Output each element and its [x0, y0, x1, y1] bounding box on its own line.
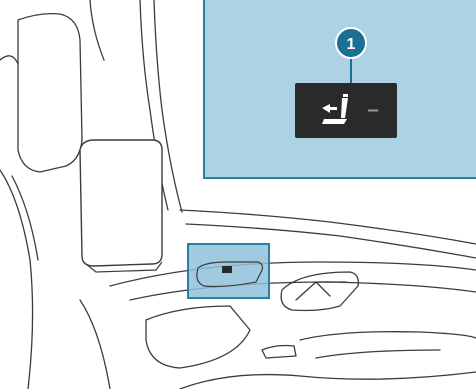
icon-seat-head [343, 94, 348, 97]
callout-marker: 1 [336, 28, 366, 58]
side-mirror-panel [80, 140, 162, 272]
side-panel-outline [80, 140, 162, 266]
seat-massage-button[interactable]: – [295, 83, 397, 138]
seat-switch-small[interactable] [222, 266, 232, 273]
callout-number: 1 [347, 36, 356, 53]
button-minus-sign: – [367, 99, 378, 121]
icon-seat-cushion [322, 119, 347, 124]
